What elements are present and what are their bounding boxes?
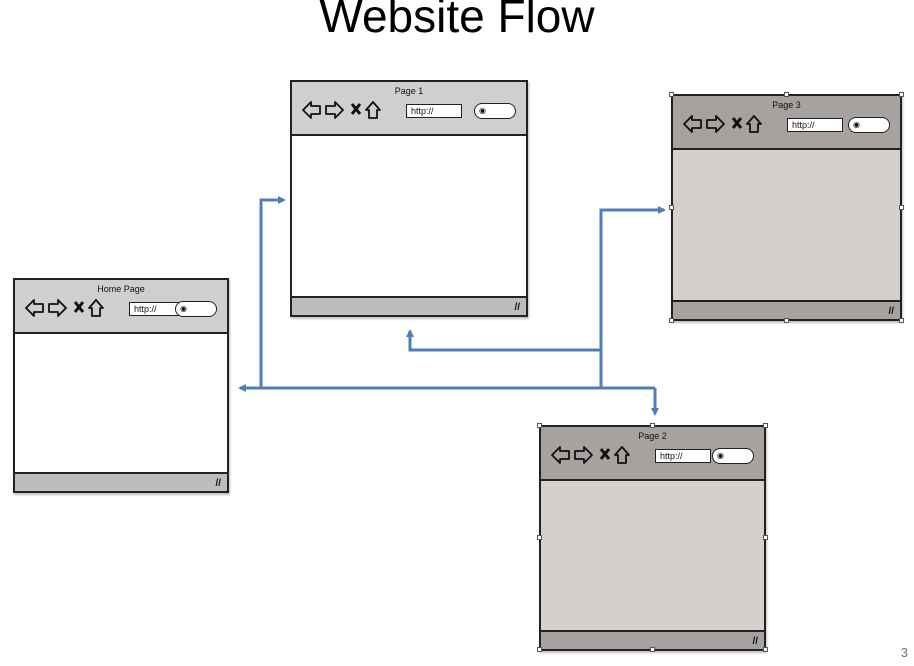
resize-grip-icon: //	[215, 478, 221, 489]
selection-handle[interactable]	[899, 205, 904, 210]
slide-number: 3	[900, 645, 908, 660]
status-bar: //	[15, 472, 227, 491]
browser-toolbar: Page 2 http:// ◉	[541, 427, 764, 481]
url-field[interactable]: http://	[406, 104, 462, 118]
nav-buttons	[25, 297, 121, 319]
resize-grip-icon: //	[888, 306, 894, 317]
search-icon: ◉	[853, 120, 860, 129]
window-title: Page 1	[394, 86, 424, 96]
search-field[interactable]: ◉	[848, 117, 890, 133]
search-icon: ◉	[717, 451, 724, 460]
selection-handle[interactable]	[669, 205, 674, 210]
home-icon	[365, 101, 381, 119]
search-field[interactable]: ◉	[712, 448, 754, 464]
selection-handle[interactable]	[650, 647, 655, 652]
back-arrow-icon	[683, 115, 702, 133]
forward-arrow-icon	[706, 115, 725, 133]
nav-buttons	[683, 113, 779, 135]
arrow-to-page1	[259, 196, 286, 388]
selection-handle[interactable]	[537, 535, 542, 540]
selection-handle[interactable]	[784, 318, 789, 323]
selection-handle[interactable]	[537, 647, 542, 652]
window-title: Home Page	[97, 284, 145, 294]
selection-handle[interactable]	[763, 535, 768, 540]
page3-window: Page 3 http:// ◉ //	[671, 94, 902, 321]
forward-arrow-icon	[574, 446, 593, 464]
search-icon: ◉	[479, 106, 486, 115]
selection-handle[interactable]	[763, 423, 768, 428]
resize-grip-icon: //	[514, 302, 520, 313]
selection-handle[interactable]	[650, 423, 655, 428]
nav-buttons	[551, 444, 647, 466]
close-icon	[731, 117, 743, 129]
forward-arrow-icon	[325, 101, 344, 119]
selection-handle[interactable]	[899, 318, 904, 323]
status-bar: //	[541, 630, 764, 649]
selection-handle[interactable]	[899, 92, 904, 97]
status-bar: //	[292, 296, 526, 315]
search-field[interactable]: ◉	[474, 103, 516, 119]
selection-handle[interactable]	[669, 318, 674, 323]
home-icon	[614, 446, 630, 464]
url-field[interactable]: http://	[655, 449, 711, 463]
selection-handle[interactable]	[669, 92, 674, 97]
arrow-to-page1-bottom	[406, 329, 601, 352]
back-arrow-icon	[302, 101, 321, 119]
home-icon	[88, 299, 104, 317]
browser-toolbar: Page 1 http:// ◉	[292, 82, 526, 136]
browser-toolbar: Page 3 http:// ◉	[673, 96, 900, 150]
window-title: Page 3	[772, 100, 801, 110]
page2-window: Page 2 http:// ◉ //	[539, 425, 766, 651]
close-icon	[599, 448, 611, 460]
window-title: Page 2	[638, 431, 667, 441]
resize-grip-icon: //	[752, 636, 758, 647]
selection-handle[interactable]	[784, 92, 789, 97]
selection-handle[interactable]	[763, 647, 768, 652]
arrow-to-page3	[599, 206, 666, 388]
home-page-window: Home Page http:// ◉ //	[13, 278, 229, 493]
back-arrow-icon	[25, 299, 44, 317]
back-arrow-icon	[551, 446, 570, 464]
slide-title: Website Flow	[319, 0, 595, 42]
page1-window: Page 1 http:// ◉ //	[290, 80, 528, 317]
home-icon	[746, 115, 762, 133]
selection-handle[interactable]	[537, 423, 542, 428]
close-icon	[350, 103, 362, 115]
forward-arrow-icon	[48, 299, 67, 317]
search-field[interactable]: ◉	[175, 301, 217, 317]
close-icon	[73, 301, 85, 313]
browser-toolbar: Home Page http:// ◉	[15, 280, 227, 334]
search-icon: ◉	[180, 304, 187, 313]
nav-buttons	[302, 99, 398, 121]
status-bar: //	[673, 300, 900, 319]
url-field[interactable]: http://	[787, 118, 843, 132]
